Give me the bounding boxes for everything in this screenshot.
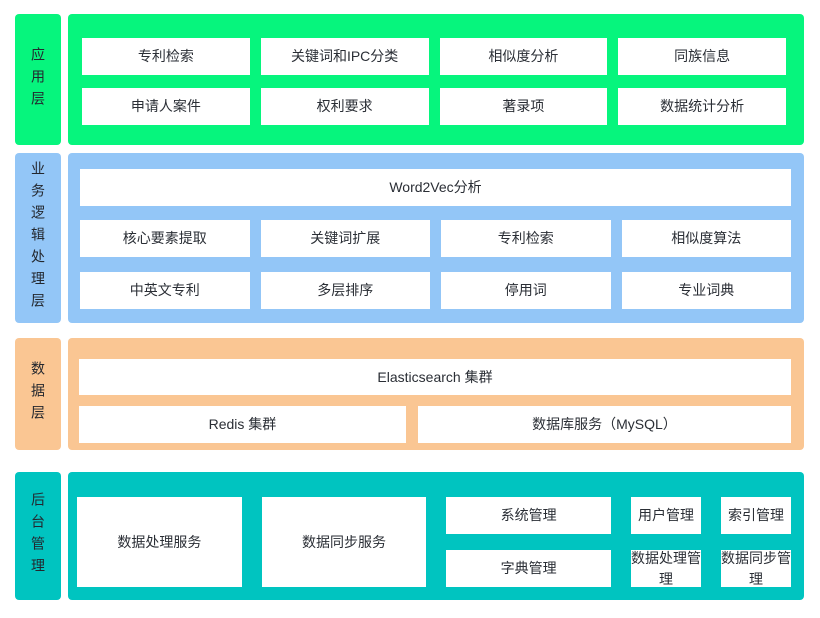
box-data-sync-service: 数据同步服务 (261, 497, 427, 587)
layer-label-data-text: 数据层 (30, 361, 46, 427)
box-patent-search-logic: 专利检索 (441, 220, 611, 257)
box-data-statistics-analysis: 数据统计分析 (618, 88, 786, 125)
box-bibliographic-items: 著录项 (439, 88, 608, 125)
box-word2vec-analysis: Word2Vec分析 (80, 169, 791, 206)
box-elasticsearch-cluster: Elasticsearch 集群 (79, 359, 791, 395)
layer-label-application: 应用层 (15, 14, 61, 145)
box-dictionary-management: 字典管理 (446, 550, 611, 587)
box-core-element-extraction: 核心要素提取 (80, 220, 250, 257)
box-family-info: 同族信息 (618, 38, 786, 75)
layer-label-admin: 后台管理 (15, 472, 61, 600)
layer-label-admin-text: 后台管理 (30, 492, 46, 580)
layer-panel-admin: 系统管理 用户管理 索引管理 数据处理服务 数据同步服务 字典管理 数据处理管理… (68, 472, 804, 600)
layer-label-application-text: 应用层 (30, 46, 46, 113)
box-applicant-cases: 申请人案件 (82, 88, 250, 125)
box-keyword-expansion: 关键词扩展 (260, 220, 430, 257)
layer-panel-application: 专利检索 关键词和IPC分类 相似度分析 同族信息 申请人案件 权利要求 著录项… (68, 14, 804, 145)
layer-label-data: 数据层 (15, 338, 61, 450)
box-stopwords: 停用词 (441, 272, 611, 309)
box-index-management: 索引管理 (721, 497, 791, 534)
layer-business-logic: 业务逻辑处理层 Word2Vec分析 核心要素提取 关键词扩展 专利检索 相似度… (15, 153, 804, 323)
layer-panel-data: Elasticsearch 集群 Redis 集群 数据库服务（MySQL） (68, 338, 804, 450)
box-claims: 权利要求 (260, 88, 429, 125)
layer-data: 数据层 Elasticsearch 集群 Redis 集群 数据库服务（MySQ… (15, 338, 804, 450)
layer-label-business-logic-text: 业务逻辑处理层 (30, 161, 46, 315)
box-system-management: 系统管理 (446, 497, 611, 534)
box-redis-cluster: Redis 集群 (79, 406, 406, 443)
box-multi-level-sorting: 多层排序 (260, 272, 430, 309)
layer-admin: 后台管理 系统管理 用户管理 索引管理 数据处理服务 数据同步服务 字典管理 数… (15, 472, 804, 600)
box-data-processing-service: 数据处理服务 (77, 497, 242, 587)
box-mysql-database-service: 数据库服务（MySQL） (417, 406, 791, 443)
box-professional-dictionary: 专业词典 (621, 272, 791, 309)
layer-panel-business-logic: Word2Vec分析 核心要素提取 关键词扩展 专利检索 相似度算法 中英文专利… (68, 153, 804, 323)
layer-label-business-logic: 业务逻辑处理层 (15, 153, 61, 323)
box-cn-en-patents: 中英文专利 (80, 272, 250, 309)
box-data-processing-management: 数据处理管理 (631, 550, 701, 587)
box-user-management: 用户管理 (631, 497, 701, 534)
box-keyword-ipc-classification: 关键词和IPC分类 (260, 38, 429, 75)
box-data-sync-management: 数据同步管理 (721, 550, 791, 587)
box-similarity-analysis: 相似度分析 (439, 38, 608, 75)
box-similarity-algorithm: 相似度算法 (621, 220, 791, 257)
layer-application: 应用层 专利检索 关键词和IPC分类 相似度分析 同族信息 申请人案件 权利要求… (15, 14, 804, 145)
box-patent-search: 专利检索 (82, 38, 250, 75)
